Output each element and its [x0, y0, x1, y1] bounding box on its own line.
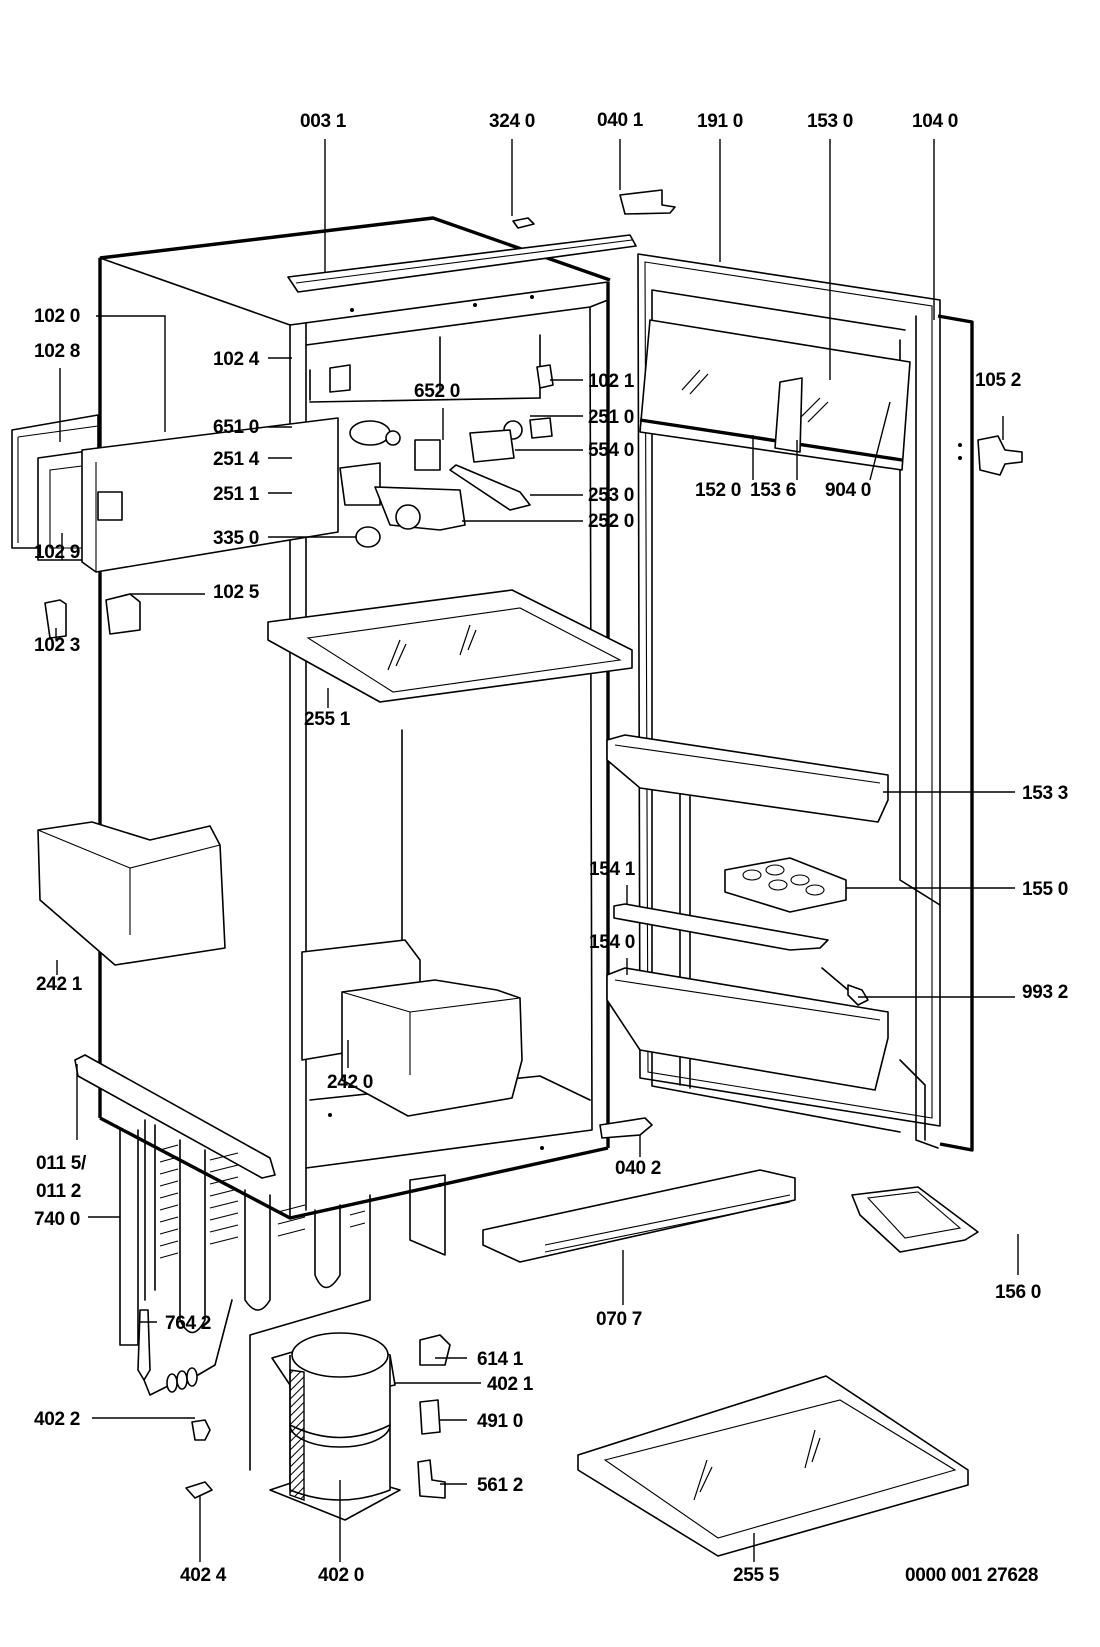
label-651-0: 651 0	[213, 417, 260, 438]
document-number: 0000 001 27628	[905, 1565, 1039, 1586]
label-040-2: 040 2	[615, 1158, 662, 1179]
label-155-0: 155 0	[1022, 879, 1069, 900]
door-assembly	[606, 253, 974, 1152]
label-255-5: 255 5	[733, 1565, 780, 1586]
part-top-rail	[287, 234, 637, 293]
label-652-0: 652 0	[414, 381, 461, 402]
label-040-1: 040 1	[597, 110, 644, 131]
label-011-5: 011 5/	[36, 1153, 86, 1174]
part-glass-shelf-upper	[267, 589, 633, 703]
label-251-1: 251 1	[213, 484, 260, 505]
label-153-0: 153 0	[807, 111, 854, 132]
part-relay	[419, 1334, 451, 1366]
label-251-4: 251 4	[213, 449, 260, 470]
part-hinge-small	[44, 599, 67, 639]
label-191-0: 191 0	[697, 111, 744, 132]
label-102-3: 102 3	[34, 635, 81, 656]
label-102-4: 102 4	[213, 349, 260, 370]
label-255-1: 255 1	[304, 709, 351, 730]
label-153-6: 153 6	[750, 480, 797, 501]
part-dryer-filter	[137, 1299, 233, 1396]
part-condenser	[119, 1119, 446, 1471]
label-402-2: 402 2	[34, 1409, 81, 1430]
part-drawer-left	[37, 821, 226, 966]
part-clip-spring	[185, 1481, 213, 1499]
part-hinge-cover	[105, 593, 141, 635]
label-554-0: 554 0	[588, 440, 635, 461]
label-003-1: 003 1	[300, 111, 347, 132]
part-freezer-door-assembly	[11, 414, 339, 573]
label-740-0: 740 0	[34, 1209, 81, 1230]
part-grommet	[191, 1419, 211, 1441]
label-242-1: 242 1	[36, 974, 83, 995]
part-overload-protector	[417, 1459, 446, 1499]
label-156-0: 156 0	[995, 1282, 1042, 1303]
leader-lines	[55, 139, 1019, 1562]
label-242-0: 242 0	[327, 1072, 374, 1093]
label-402-0: 402 0	[318, 1565, 365, 1586]
part-thermostat-cluster	[329, 364, 554, 548]
part-door-hinge	[977, 435, 1023, 476]
label-904-0: 904 0	[825, 480, 872, 501]
label-764-2: 764 2	[165, 1313, 212, 1334]
label-154-0: 154 0	[589, 932, 636, 953]
label-402-1: 402 1	[487, 1374, 534, 1395]
label-102-5: 102 5	[213, 582, 260, 603]
part-bracket-top	[619, 189, 676, 215]
label-153-3: 153 3	[1022, 783, 1069, 804]
label-104-0: 104 0	[912, 111, 959, 132]
part-clip	[512, 217, 535, 229]
label-253-0: 253 0	[588, 485, 635, 506]
label-102-1: 102 1	[588, 371, 635, 392]
part-bottom-rail	[74, 1054, 276, 1179]
part-glass-shelf-lower	[577, 1375, 969, 1557]
label-102-9: 102 9	[34, 542, 81, 563]
label-491-0: 491 0	[477, 1411, 524, 1432]
label-614-1: 614 1	[477, 1349, 524, 1370]
part-cover-capacitor	[419, 1399, 441, 1435]
label-102-8: 102 8	[34, 341, 81, 362]
label-070-7: 070 7	[596, 1309, 643, 1330]
label-011-2: 011 2	[36, 1181, 81, 1202]
part-bottom-trim	[482, 1169, 796, 1263]
label-252-0: 252 0	[588, 511, 635, 532]
part-compressor	[269, 1332, 401, 1521]
label-105-2: 105 2	[975, 370, 1022, 391]
part-drawer-center	[301, 939, 523, 1117]
part-bracket-bottom	[599, 1117, 653, 1139]
label-251-0: 251 0	[588, 407, 635, 428]
label-561-2: 561 2	[477, 1475, 524, 1496]
label-154-1: 154 1	[589, 859, 636, 880]
label-402-4: 402 4	[180, 1565, 227, 1586]
label-324-0: 324 0	[489, 111, 536, 132]
label-102-0: 102 0	[34, 306, 81, 327]
part-ice-tray	[851, 1186, 979, 1253]
label-335-0: 335 0	[213, 528, 260, 549]
label-993-2: 993 2	[1022, 982, 1069, 1003]
label-152-0: 152 0	[695, 480, 742, 501]
